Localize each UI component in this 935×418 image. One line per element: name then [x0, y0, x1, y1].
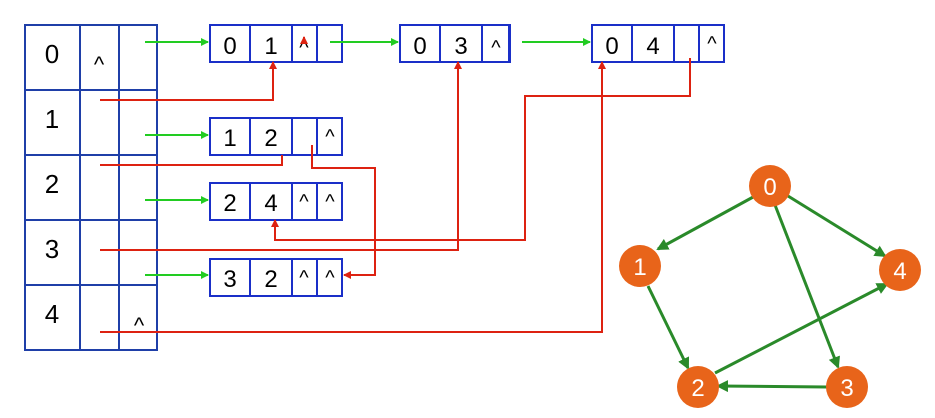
arc-hlink: ^ [299, 191, 309, 213]
svg-text:4: 4 [893, 258, 906, 285]
directed-graph: 0 1 2 3 4 [619, 165, 921, 408]
graph-node-3: 3 [826, 366, 868, 408]
arc-tlink: ^ [325, 126, 335, 148]
arc-node-2-4: 2 4 ^ ^ [209, 182, 343, 221]
green-pointers [145, 38, 591, 279]
vertex-id: 2 [45, 169, 59, 199]
vertex-id: 1 [45, 104, 59, 134]
arc-node-0-3: 0 3 ^ [399, 24, 511, 63]
arc-tlink: ^ [325, 191, 335, 213]
arc-tail: 3 [223, 266, 236, 293]
graph-edge-0-3 [773, 204, 840, 369]
arc-node-0-4: 0 4 ^ [591, 24, 725, 63]
arc-head: 2 [264, 125, 277, 152]
arc-head: 4 [264, 190, 277, 217]
red-arrow [100, 61, 277, 101]
vertex-id: 4 [45, 299, 59, 329]
arc-tail: 1 [223, 125, 236, 152]
red-arrow [100, 61, 462, 251]
arc-head: 4 [646, 33, 659, 60]
null-pointer: ^ [134, 313, 145, 338]
arc-tlink: ^ [707, 33, 717, 55]
red-arrow [311, 145, 376, 279]
graph-node-0: 0 [749, 165, 791, 207]
arc-tail: 0 [605, 33, 618, 60]
graph-edge-0-4 [787, 194, 887, 258]
arc-hlink: ^ [491, 37, 501, 59]
arc-node-1-2: 1 2 ^ [209, 117, 343, 156]
vertex-table: 0 1 2 3 4 ^ ^ [24, 24, 158, 351]
arc-tlink: ^ [325, 267, 335, 289]
arc-tail: 0 [223, 33, 236, 60]
graph-edge-3-2 [716, 380, 828, 393]
vertex-id: 0 [45, 39, 59, 69]
red-arrow [100, 61, 606, 333]
svg-text:2: 2 [691, 375, 704, 402]
red-arrow [100, 155, 283, 166]
arc-node-3-2: 3 2 ^ ^ [209, 258, 343, 297]
graph-node-4: 4 [879, 249, 921, 291]
red-arrow [271, 58, 691, 241]
svg-text:0: 0 [763, 174, 776, 201]
graph-node-1: 1 [619, 245, 661, 287]
arc-tail: 0 [413, 33, 426, 60]
red-pointers [100, 36, 691, 333]
arc-tail: 2 [223, 190, 236, 217]
graph-node-2: 2 [677, 366, 719, 408]
graph-edge-1-2 [646, 285, 690, 370]
arc-head: 1 [264, 33, 277, 60]
vertex-id: 3 [45, 234, 59, 264]
arc-head: 3 [454, 33, 467, 60]
graph-edge-0-1 [656, 194, 756, 251]
arc-head: 2 [264, 266, 277, 293]
arc-node-0-1: 0 1 ^ [209, 24, 343, 63]
graph-edge-2-4 [714, 282, 889, 375]
null-pointer: ^ [94, 52, 105, 77]
svg-text:3: 3 [840, 375, 853, 402]
svg-text:1: 1 [633, 254, 646, 281]
arc-hlink: ^ [299, 37, 309, 59]
arc-hlink: ^ [299, 267, 309, 289]
